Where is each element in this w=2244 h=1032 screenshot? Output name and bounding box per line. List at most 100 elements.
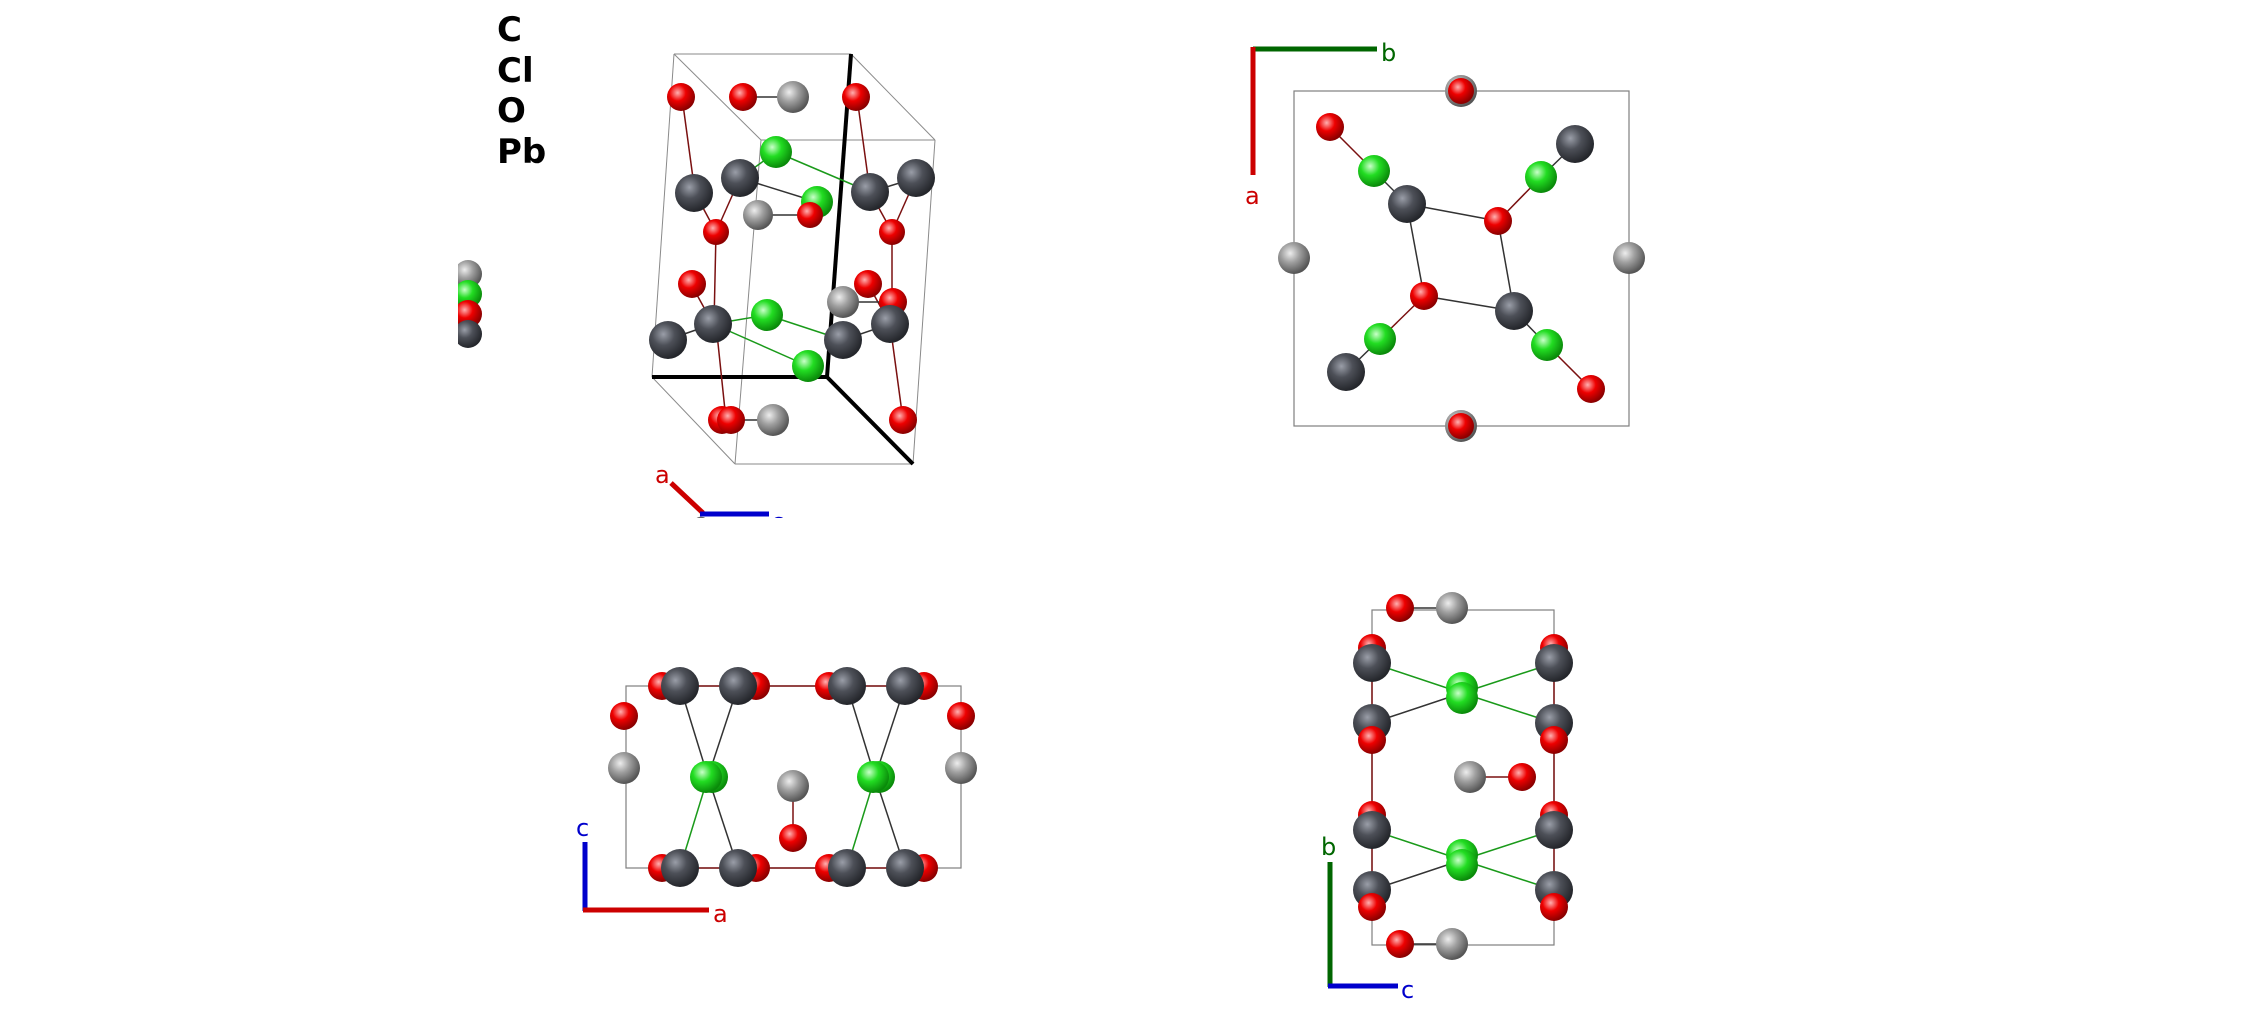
axis-label-c: c xyxy=(576,814,589,842)
atom-o xyxy=(1316,113,1344,141)
atom-o xyxy=(729,83,757,111)
axis-label-b: b xyxy=(1381,39,1396,67)
atom-pb xyxy=(1353,811,1391,849)
axis-label-c: c xyxy=(1401,976,1414,1004)
atom-pb xyxy=(1495,292,1533,330)
atom-c xyxy=(777,770,809,802)
atom-cl xyxy=(1446,682,1478,714)
swatch-pb xyxy=(454,320,482,348)
perspective-unit-cell xyxy=(651,53,936,466)
atom-c xyxy=(743,200,773,230)
bc-view: b c xyxy=(1321,592,1573,1004)
atom-cl xyxy=(1364,323,1396,355)
atom-pb xyxy=(886,849,924,887)
bc-atoms xyxy=(1353,592,1573,960)
atom-o xyxy=(1484,207,1512,235)
atom-pb xyxy=(694,305,732,343)
atom-o xyxy=(1448,413,1474,439)
atom-c xyxy=(1613,242,1645,274)
atom-c xyxy=(945,752,977,784)
atom-o xyxy=(1508,763,1536,791)
atom-cl xyxy=(1525,161,1557,193)
atom-o xyxy=(1358,893,1386,921)
atom-cl xyxy=(1358,155,1390,187)
atom-pb xyxy=(828,667,866,705)
atom-c xyxy=(1436,928,1468,960)
perspective-axis-indicator: a c c xyxy=(640,461,800,538)
atom-pb xyxy=(886,667,924,705)
atom-c xyxy=(608,752,640,784)
ac-view: c a xyxy=(576,667,977,928)
element-legend: C Cl O Pb xyxy=(497,10,546,172)
atom-pb xyxy=(851,173,889,211)
atom-o xyxy=(667,83,695,111)
atom-pb xyxy=(1556,125,1594,163)
atom-cl xyxy=(857,761,889,793)
atom-o xyxy=(610,702,638,730)
atom-cl xyxy=(760,136,792,168)
atom-pb xyxy=(721,159,759,197)
atom-o xyxy=(678,270,706,298)
atom-o xyxy=(889,406,917,434)
atom-pb xyxy=(824,321,862,359)
axis-label-a: a xyxy=(713,900,728,928)
atom-o xyxy=(1358,726,1386,754)
atom-o xyxy=(1386,594,1414,622)
atom-o xyxy=(1540,726,1568,754)
atom-o xyxy=(879,219,905,245)
atom-cl xyxy=(1531,329,1563,361)
atom-c xyxy=(1454,761,1486,793)
ac-axis-indicator: c a xyxy=(576,814,728,928)
ab-atoms xyxy=(1278,75,1645,442)
atom-cl xyxy=(792,350,824,382)
atom-o xyxy=(947,702,975,730)
atom-pb xyxy=(719,849,757,887)
atom-cl xyxy=(751,299,783,331)
atom-o xyxy=(717,406,745,434)
perspective-view: a c c xyxy=(640,53,936,538)
atom-pb xyxy=(675,174,713,212)
atom-pb xyxy=(1535,644,1573,682)
legend-label-cl: Cl xyxy=(497,51,534,91)
atom-o xyxy=(797,202,823,228)
atom-pb xyxy=(719,667,757,705)
atom-pb xyxy=(1353,644,1391,682)
ab-view: b a xyxy=(1245,39,1645,442)
axis-label-a: a xyxy=(1245,182,1260,210)
atom-cl xyxy=(1446,849,1478,881)
atom-cl xyxy=(690,761,722,793)
atom-o xyxy=(779,824,807,852)
swatch-o xyxy=(454,300,482,328)
atom-pb xyxy=(897,159,935,197)
atom-pb xyxy=(661,667,699,705)
atom-pb xyxy=(828,849,866,887)
atom-pb xyxy=(1327,353,1365,391)
atom-o xyxy=(842,83,870,111)
swatch-c xyxy=(454,260,482,288)
perspective-atoms xyxy=(649,81,935,436)
atom-pb xyxy=(871,305,909,343)
legend-label-o: O xyxy=(497,91,526,131)
atom-pb xyxy=(661,849,699,887)
atom-c xyxy=(827,286,859,318)
legend-swatch-stack xyxy=(440,255,482,355)
legend-label-pb: Pb xyxy=(497,132,546,172)
atom-o xyxy=(1577,375,1605,403)
legend-label-c: C xyxy=(497,10,522,50)
swatch-cl xyxy=(454,280,482,308)
atom-o xyxy=(1540,893,1568,921)
atom-o xyxy=(1410,282,1438,310)
atom-c xyxy=(777,81,809,113)
axis-label-a: a xyxy=(655,461,670,489)
atom-pb xyxy=(1388,185,1426,223)
atom-c xyxy=(1436,592,1468,624)
ac-atoms xyxy=(608,667,977,887)
atom-c xyxy=(1278,242,1310,274)
atom-o xyxy=(1386,930,1414,958)
atom-pb xyxy=(1535,811,1573,849)
atom-c xyxy=(757,404,789,436)
atom-o xyxy=(854,270,882,298)
atom-o xyxy=(1448,78,1474,104)
atom-o xyxy=(703,219,729,245)
